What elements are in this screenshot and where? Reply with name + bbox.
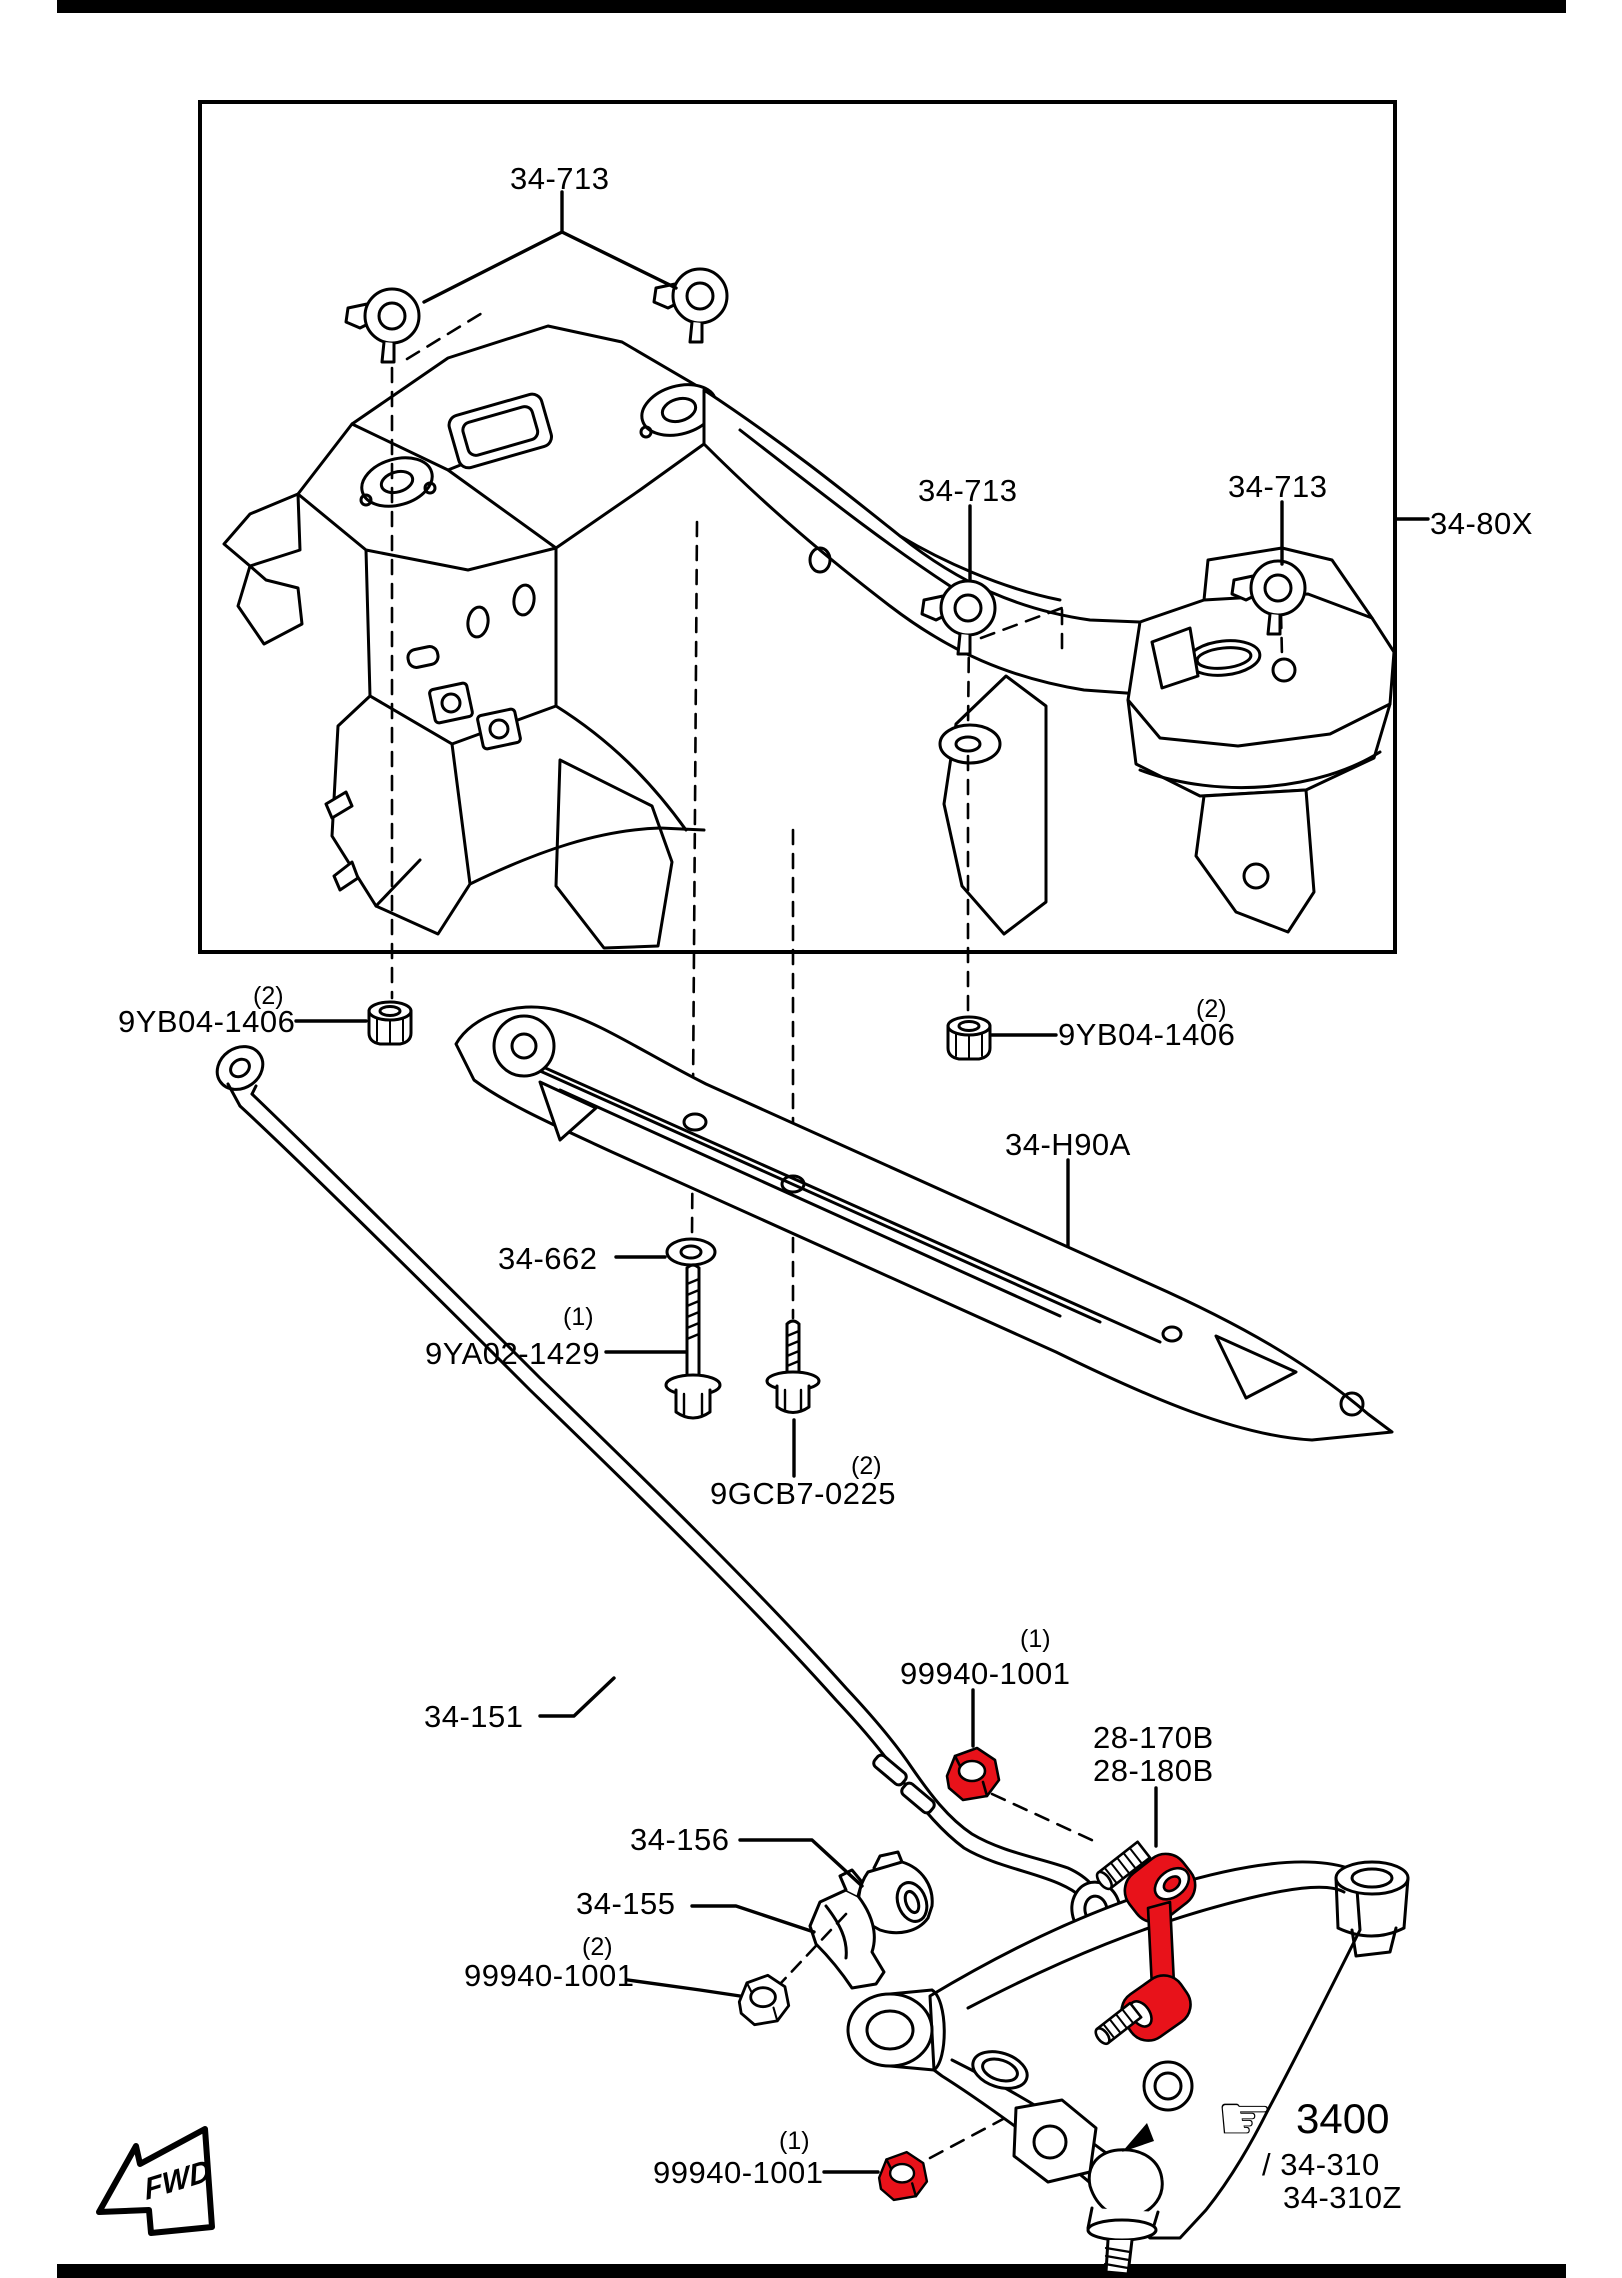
clip-nut-34-713-a xyxy=(344,287,421,364)
clip-nut-34-713-b xyxy=(652,267,729,344)
qty-99940-mid: (1) xyxy=(1020,1625,1051,1653)
label-34-156[interactable]: 34-156 xyxy=(630,1822,730,1857)
label-34-713-right[interactable]: 34-713 xyxy=(1228,469,1328,504)
label-34-80x[interactable]: 34-80X xyxy=(1430,506,1533,541)
qty-99940-left: (2) xyxy=(582,1933,613,1961)
clip-nut-34-713-c xyxy=(920,579,997,656)
label-34-662[interactable]: 34-662 xyxy=(498,1241,598,1276)
bracket-34-155 xyxy=(808,1868,886,1990)
part-labels: 34-713 34-713 34-713 34-80X (2) 9YB04-14… xyxy=(118,161,1533,2215)
stabilizer-link-highlighted xyxy=(1094,1840,1197,2046)
bolt-9ya02-1429 xyxy=(664,1263,722,1420)
label-28-170b[interactable]: 28-170B xyxy=(1093,1720,1214,1755)
label-9gcb7[interactable]: 9GCB7-0225 xyxy=(710,1476,896,1511)
crossmember-brace-art xyxy=(454,1005,1394,1442)
label-9ya02[interactable]: 9YA02-1429 xyxy=(425,1336,600,1371)
fwd-arrow-icon xyxy=(96,2126,215,2236)
front-crossmember-art xyxy=(222,324,1396,950)
bushing-34-156 xyxy=(857,1850,934,1935)
top-border-bar xyxy=(57,0,1566,13)
reference-arrowhead xyxy=(1122,2123,1154,2152)
nut-99940-red-mid xyxy=(945,1746,1001,1802)
washer-34-662 xyxy=(665,1237,717,1267)
qty-99940-bottom: (1) xyxy=(779,2127,810,2155)
qty-9yb04-right: (2) xyxy=(1196,995,1227,1023)
bottom-border-bar xyxy=(57,2264,1566,2278)
label-34-713-mid[interactable]: 34-713 xyxy=(918,473,1018,508)
label-34-310z[interactable]: 34-310Z xyxy=(1283,2180,1402,2215)
label-99940-mid[interactable]: 99940-1001 xyxy=(900,1656,1071,1691)
bolt-9gcb7-0225 xyxy=(765,1319,821,1414)
label-9yb04-left[interactable]: 9YB04-1406 xyxy=(118,1004,295,1039)
label-34-155[interactable]: 34-155 xyxy=(576,1886,676,1921)
clip-nut-34-713-d xyxy=(1230,559,1307,636)
label-34-151[interactable]: 34-151 xyxy=(424,1699,524,1734)
hand-pointer-icon: ☞ xyxy=(1216,2082,1273,2154)
nut-9yb04-left xyxy=(367,1000,413,1046)
label-28-180b[interactable]: 28-180B xyxy=(1093,1753,1214,1788)
label-99940-bottom[interactable]: 99940-1001 xyxy=(653,2155,824,2190)
qty-9gcb7: (2) xyxy=(851,1452,882,1480)
lower-control-arm-art xyxy=(846,1860,1410,2276)
nut-99940-plain xyxy=(737,1973,791,2027)
label-99940-left[interactable]: 99940-1001 xyxy=(464,1958,635,1993)
label-34-713-top[interactable]: 34-713 xyxy=(510,161,610,196)
nut-99940-red-bottom xyxy=(877,2150,929,2202)
label-3400-reference[interactable]: 3400 xyxy=(1296,2095,1389,2142)
qty-9yb04-left: (2) xyxy=(253,982,284,1010)
label-34-310[interactable]: / 34-310 xyxy=(1262,2147,1380,2182)
label-9yb04-right[interactable]: 9YB04-1406 xyxy=(1058,1017,1235,1052)
qty-9ya02: (1) xyxy=(563,1303,594,1331)
label-34-h90a[interactable]: 34-H90A xyxy=(1005,1127,1131,1162)
assembly-frame-box xyxy=(198,100,1397,954)
nut-9yb04-right xyxy=(946,1015,992,1061)
leader-lines xyxy=(294,190,1430,2174)
stabilizer-bar-art xyxy=(215,1045,1122,1940)
